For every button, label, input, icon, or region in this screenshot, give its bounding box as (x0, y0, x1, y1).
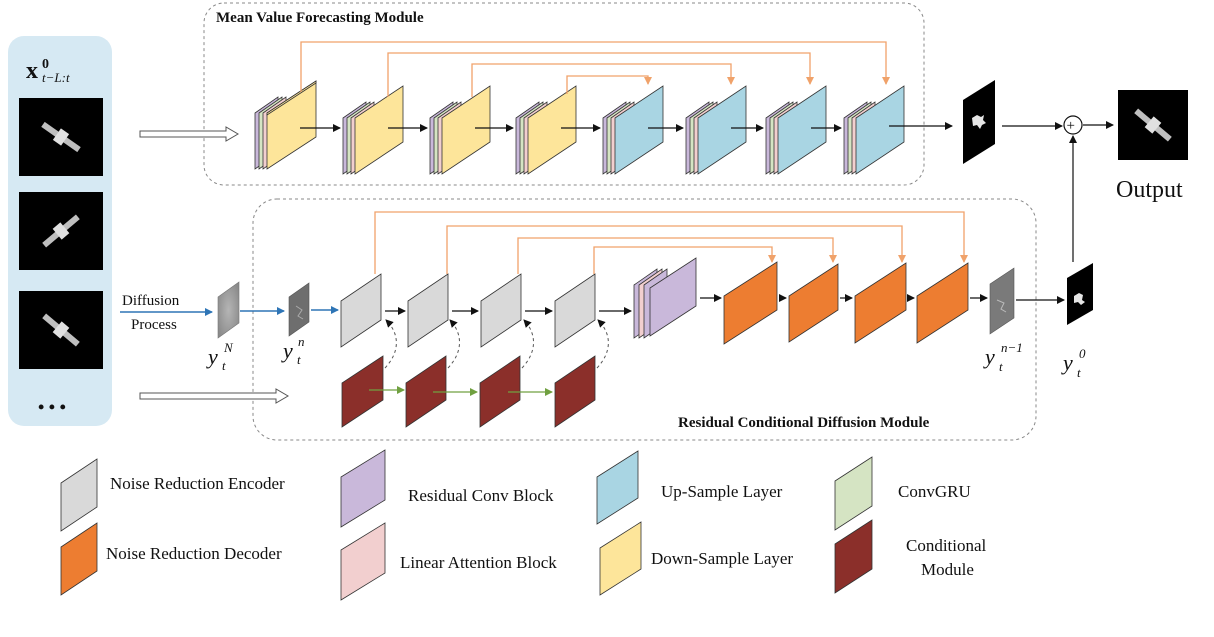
svg-text:y: y (206, 344, 218, 369)
mean-value-module: Mean Value Forecasting Module (203, 2, 925, 186)
input-label-sub: t−L:t (42, 70, 70, 85)
sum-node: + (1002, 115, 1114, 262)
svg-text:Residual Conv Block: Residual Conv Block (408, 486, 554, 505)
input-arrow-top (139, 126, 239, 142)
input-panel: x 0 t−L:t • • • (8, 36, 112, 426)
decoder-block-1 (723, 261, 778, 345)
legend-item-downsample: Down-Sample Layer (599, 521, 793, 596)
input-ellipsis: • • • (38, 397, 66, 417)
svg-text:ConvGRU: ConvGRU (898, 482, 971, 501)
symbol-yn: y t n (281, 334, 305, 367)
legend: Noise Reduction Encoder Noise Reduction … (60, 449, 987, 601)
prediction-image-y0 (1067, 263, 1093, 325)
legend-item-conditional: Conditional Module (834, 519, 987, 594)
svg-text:y: y (983, 344, 995, 369)
svg-text:Noise Reduction Encoder: Noise Reduction Encoder (110, 474, 285, 493)
noise-image-yN (217, 281, 240, 339)
mvf-up-block-3 (765, 85, 827, 175)
mvf-down-block-1 (254, 80, 317, 170)
svg-text:n−1: n−1 (1001, 340, 1023, 355)
output-label: Output (1116, 177, 1183, 203)
conditional-block-4 (554, 355, 596, 428)
noise-image-yn (288, 282, 310, 337)
output-image (1118, 90, 1188, 160)
symbol-yN: y t N (206, 340, 234, 373)
encoder-block-2 (407, 273, 449, 348)
conditional-flow-arrows (369, 386, 553, 396)
diffusion-label-line2: Process (131, 317, 177, 333)
input-frame-1 (19, 98, 103, 176)
plus-symbol: + (1067, 118, 1075, 134)
encoder-block-1 (340, 273, 382, 348)
conditional-block-2 (405, 355, 447, 428)
decoder-block-2 (788, 263, 839, 343)
svg-text:t: t (222, 358, 226, 373)
legend-item-residual-conv: Residual Conv Block (340, 449, 554, 528)
mvf-down-block-3 (429, 85, 491, 175)
encoder-block-3 (480, 273, 522, 348)
svg-text:Up-Sample Layer: Up-Sample Layer (661, 482, 783, 501)
svg-text:t: t (297, 352, 301, 367)
svg-text:y: y (1061, 350, 1073, 375)
mvf-up-block-2 (685, 85, 747, 175)
rcd-flow-arrows (385, 294, 1065, 315)
input-label-base: x (26, 58, 38, 84)
mean-forecast-image (963, 80, 995, 164)
input-frame-2 (19, 192, 103, 270)
mvf-down-block-2 (342, 85, 404, 175)
legend-item-convgru: ConvGRU (834, 456, 971, 531)
mvf-up-block-4 (843, 85, 905, 175)
input-arrow-bottom (139, 388, 289, 404)
symbol-y0: y t 0 (1061, 346, 1086, 380)
bottleneck-block (633, 257, 697, 339)
mvf-up-block-1 (602, 85, 664, 175)
mvf-skip-connections (300, 41, 890, 97)
svg-text:n: n (298, 334, 305, 349)
legend-item-decoder: Noise Reduction Decoder (60, 522, 282, 596)
legend-item-encoder: Noise Reduction Encoder (60, 458, 285, 532)
encoder-block-4 (554, 273, 596, 348)
diffusion-label-line1: Diffusion (122, 293, 180, 309)
svg-text:0: 0 (1079, 346, 1086, 361)
svg-text:Down-Sample Layer: Down-Sample Layer (651, 549, 793, 568)
svg-text:y: y (281, 338, 293, 363)
svg-text:t: t (1077, 365, 1081, 380)
mvf-down-block-4 (515, 85, 577, 175)
svg-text:Module: Module (921, 560, 974, 579)
symbol-yn1: y t n−1 (983, 340, 1023, 374)
residual-module-title: Residual Conditional Diffusion Module (678, 415, 930, 431)
svg-text:t: t (999, 359, 1003, 374)
input-frame-3 (19, 291, 103, 369)
decoder-block-3 (854, 262, 907, 344)
residual-module: Residual Conditional Diffusion Module (252, 198, 1037, 441)
mvf-flow-arrows (300, 122, 953, 132)
svg-text:Linear Attention Block: Linear Attention Block (400, 553, 557, 572)
conditional-to-encoder-links (384, 319, 609, 369)
decoder-block-4 (916, 262, 969, 344)
legend-item-upsample: Up-Sample Layer (596, 450, 783, 525)
svg-text:N: N (223, 340, 234, 355)
svg-text:Conditional: Conditional (906, 536, 987, 555)
conditional-block-1 (341, 355, 384, 428)
conditional-block-3 (479, 355, 521, 428)
input-label-sup: 0 (42, 57, 49, 72)
mean-value-module-title: Mean Value Forecasting Module (216, 10, 424, 26)
svg-text:Noise Reduction Decoder: Noise Reduction Decoder (106, 544, 282, 563)
rcd-skip-connections (374, 211, 968, 274)
legend-item-linear-attention: Linear Attention Block (340, 522, 557, 601)
noise-image-yn1 (989, 267, 1015, 335)
